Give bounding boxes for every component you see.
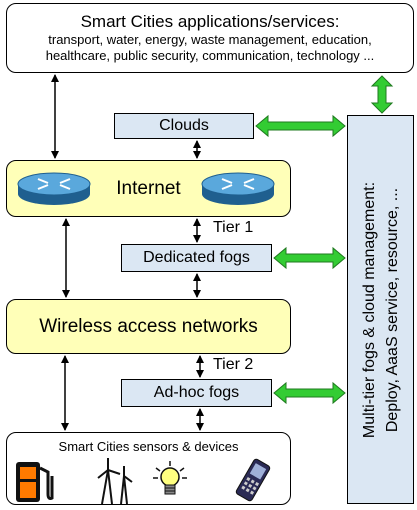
green-arrow-apps bbox=[370, 75, 394, 114]
tier-2-label: Tier 2 bbox=[213, 356, 254, 373]
router-icon-right bbox=[201, 172, 275, 205]
adhoc-fogs-box: Ad-hoc fogs bbox=[121, 379, 272, 407]
applications-line-2: healthcare, public security, communicati… bbox=[45, 48, 375, 63]
wind-turbine-icon bbox=[97, 458, 133, 505]
green-arrow-dedicated bbox=[273, 246, 346, 270]
light-bulb-icon bbox=[153, 461, 187, 495]
applications-title: Smart Cities applications/services: bbox=[80, 12, 340, 31]
green-arrow-adhoc bbox=[273, 381, 346, 405]
sensors-title: Smart Cities sensors & devices bbox=[58, 439, 239, 454]
clouds-box: Clouds bbox=[114, 113, 254, 139]
fuel-pump-icon bbox=[16, 462, 54, 502]
mobile-phone-icon bbox=[235, 458, 271, 502]
management-box: Multi-tier fogs & cloud management: Depl… bbox=[347, 115, 414, 504]
applications-line-1: transport, water, energy, waste manageme… bbox=[48, 32, 372, 47]
applications-box: Smart Cities applications/services: tran… bbox=[6, 3, 414, 73]
wireless-access-box: Wireless access networks bbox=[6, 299, 291, 354]
internet-label: Internet bbox=[116, 177, 181, 199]
dedicated-fogs-label: Dedicated fogs bbox=[143, 249, 250, 266]
wireless-access-label: Wireless access networks bbox=[39, 315, 258, 337]
tier-1-label: Tier 1 bbox=[213, 219, 254, 236]
adhoc-fogs-label: Ad-hoc fogs bbox=[153, 384, 240, 401]
router-icon-left bbox=[17, 172, 91, 205]
dedicated-fogs-box: Dedicated fogs bbox=[121, 244, 272, 272]
clouds-label: Clouds bbox=[159, 117, 209, 134]
green-arrow-clouds bbox=[255, 114, 346, 138]
